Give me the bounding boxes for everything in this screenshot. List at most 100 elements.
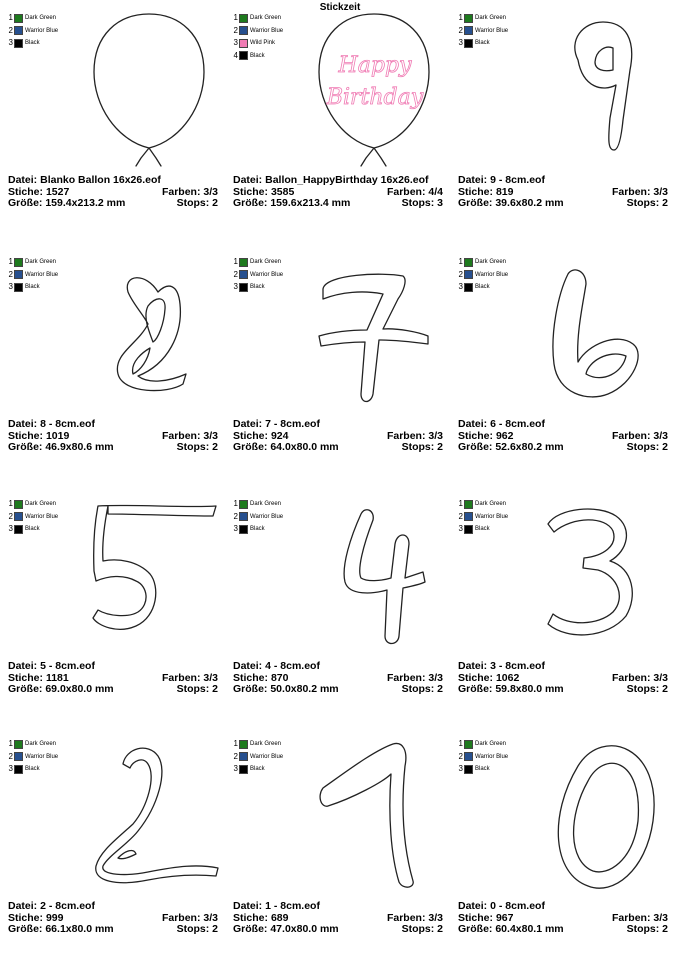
size-label: Größe:	[8, 923, 43, 935]
thread-name: Black	[250, 52, 265, 59]
thread-name: Dark Green	[475, 15, 507, 22]
stitch-count: 924	[270, 429, 289, 442]
thread-number: 1	[458, 499, 463, 509]
design-size: 46.9x80.6 mm	[45, 441, 114, 453]
file-line: Datei: 2 - 8cm.eof	[8, 900, 218, 913]
thread-color-swatch	[14, 512, 23, 522]
thread-number: 1	[233, 499, 238, 509]
stop-count: 2	[662, 441, 668, 453]
stitches-label: Stiche:	[458, 185, 494, 198]
colors-label: Farben:	[386, 671, 426, 684]
thread-color-swatch	[239, 739, 248, 749]
design-preview	[458, 726, 680, 902]
thread-color-swatch	[464, 257, 473, 267]
stitch-count: 999	[45, 911, 64, 924]
size-label: Größe:	[233, 683, 268, 695]
color-count: 3/3	[428, 429, 443, 442]
balloon-text-line-1: Happy	[338, 53, 412, 78]
thread-name: Dark Green	[25, 741, 57, 748]
thread-number: 1	[233, 739, 238, 749]
stops-label: Stops:	[626, 923, 660, 935]
thread-name: Dark Green	[25, 15, 57, 22]
embroidery-outline	[95, 747, 219, 884]
colors-label: Farben:	[611, 429, 651, 442]
design-size: 159.4x213.2 mm	[45, 197, 126, 209]
thread-number: 1	[458, 257, 463, 267]
design-preview	[233, 244, 457, 420]
design-size: 69.0x80.0 mm	[45, 683, 114, 695]
file-label: Datei:	[458, 174, 488, 186]
stitches-label: Stiche:	[8, 429, 44, 442]
file-line: Datei: Ballon_HappyBirthday 16x26.eof	[233, 174, 443, 187]
thread-color-swatch	[239, 26, 248, 36]
stitches-label: Stiche:	[458, 671, 494, 684]
thread-number: 2	[233, 511, 238, 521]
design-size: 159.6x213.4 mm	[270, 197, 351, 209]
stitch-count: 819	[495, 185, 514, 198]
file-name: 4 - 8cm.eof	[265, 660, 320, 672]
stops-label: Stops:	[401, 197, 435, 209]
thread-name: Warrior Blue	[250, 513, 284, 520]
design-size: 64.0x80.0 mm	[270, 441, 339, 453]
stop-count: 2	[437, 923, 443, 935]
thread-name: Black	[250, 284, 265, 291]
thread-color-swatch	[239, 282, 248, 292]
thread-number: 3	[458, 524, 463, 534]
stop-count: 2	[437, 683, 443, 695]
thread-number: 4	[233, 50, 238, 60]
thread-color-swatch	[14, 26, 23, 36]
design-preview	[458, 244, 680, 420]
file-line: Datei: 4 - 8cm.eof	[233, 660, 443, 673]
thread-color-swatch	[239, 51, 248, 61]
thread-name: Black	[25, 284, 40, 291]
thread-color-swatch	[239, 499, 248, 509]
thread-name: Warrior Blue	[25, 513, 59, 520]
color-count: 3/3	[653, 429, 668, 442]
file-label: Datei:	[8, 418, 38, 430]
embroidery-outline	[343, 509, 426, 645]
thread-name: Warrior Blue	[250, 753, 284, 760]
stop-count: 3	[437, 197, 443, 209]
thread-color-swatch	[14, 524, 23, 534]
stitches-label: Stiche:	[458, 911, 494, 924]
stops-label: Stops:	[626, 197, 660, 209]
stitch-count: 1019	[45, 429, 70, 442]
stops-label: Stops:	[176, 441, 210, 453]
thread-name: Black	[475, 526, 490, 533]
